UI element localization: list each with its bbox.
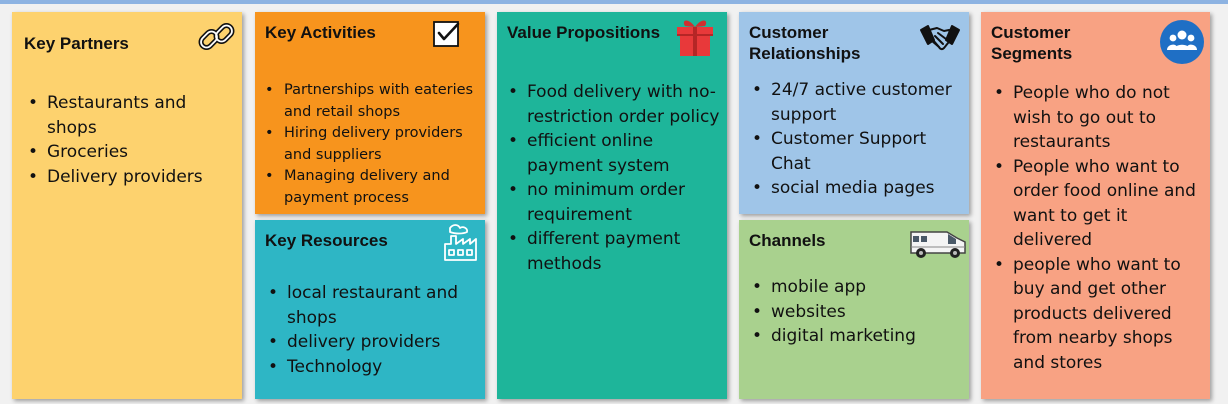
- users-icon: [1160, 20, 1204, 64]
- key-resources-title: Key Resources: [265, 231, 388, 250]
- list-item: People who want to order food online and…: [991, 155, 1206, 253]
- list-item: social media pages: [749, 176, 964, 201]
- factory-icon: [444, 224, 477, 261]
- list-item: different payment methods: [505, 227, 723, 276]
- chain-link-icon: [198, 23, 235, 50]
- list-item: Hiring delivery providers and suppliers: [262, 123, 484, 166]
- value-propositions-list: Food delivery with no-restriction order …: [505, 80, 723, 276]
- list-item: digital marketing: [749, 324, 964, 349]
- list-item: Technology: [265, 355, 480, 380]
- list-item: 24/7 active customer support: [749, 78, 964, 127]
- list-item: Delivery providers: [25, 165, 235, 190]
- gift-icon: [677, 20, 713, 56]
- channels-title: Channels: [749, 231, 826, 250]
- list-item: Managing delivery and payment process: [262, 166, 484, 209]
- key-activities-box: Key Activities Partnerships with eaterie…: [255, 12, 485, 214]
- channels-list: mobile app websites digital marketing: [749, 275, 964, 349]
- key-partners-box: Key Partners Restaurants and shops Groce…: [12, 12, 242, 399]
- list-item: people who want to buy and get other pro…: [991, 253, 1206, 376]
- value-propositions-title: Value Propositions: [507, 23, 661, 42]
- key-partners-title: Key Partners: [24, 34, 129, 53]
- channels-box: Channels mobile app websites digital mar…: [739, 220, 969, 399]
- customer-segments-box: Customer Segments People who do not wish…: [981, 12, 1210, 399]
- checkbox-icon: [433, 21, 460, 47]
- handshake-icon: [920, 25, 960, 51]
- list-item: delivery providers: [265, 330, 480, 355]
- delivery-van-icon: [910, 231, 966, 258]
- list-item: mobile app: [749, 275, 964, 300]
- key-resources-box: Key Resources local restaurant and shops…: [255, 220, 485, 399]
- top-border-line: [0, 0, 1228, 4]
- list-item: Food delivery with no-restriction order …: [505, 80, 723, 129]
- list-item: Partnerships with eateries and retail sh…: [262, 80, 484, 123]
- list-item: Customer Support Chat: [749, 127, 964, 176]
- list-item: Groceries: [25, 140, 235, 165]
- list-item: local restaurant and shops: [265, 281, 480, 330]
- customer-segments-title: Customer Segments: [991, 23, 1073, 63]
- key-activities-list: Partnerships with eateries and retail sh…: [262, 80, 484, 209]
- list-item: efficient online payment system: [505, 129, 723, 178]
- list-item: websites: [749, 300, 964, 325]
- customer-relationships-list: 24/7 active customer support Customer Su…: [749, 78, 964, 201]
- value-propositions-box: Value Propositions Food delivery with no…: [497, 12, 727, 399]
- key-activities-title: Key Activities: [265, 23, 376, 42]
- list-item: People who do not wish to go out to rest…: [991, 81, 1206, 155]
- key-partners-list: Restaurants and shops Groceries Delivery…: [25, 91, 235, 189]
- list-item: no minimum order requirement: [505, 178, 723, 227]
- key-resources-list: local restaurant and shops delivery prov…: [265, 281, 480, 379]
- customer-segments-list: People who do not wish to go out to rest…: [991, 81, 1206, 375]
- customer-relationships-box: Customer Relationships 24/7 active custo…: [739, 12, 969, 214]
- customer-relationships-title: Customer Relationships: [749, 23, 861, 63]
- list-item: Restaurants and shops: [25, 91, 235, 140]
